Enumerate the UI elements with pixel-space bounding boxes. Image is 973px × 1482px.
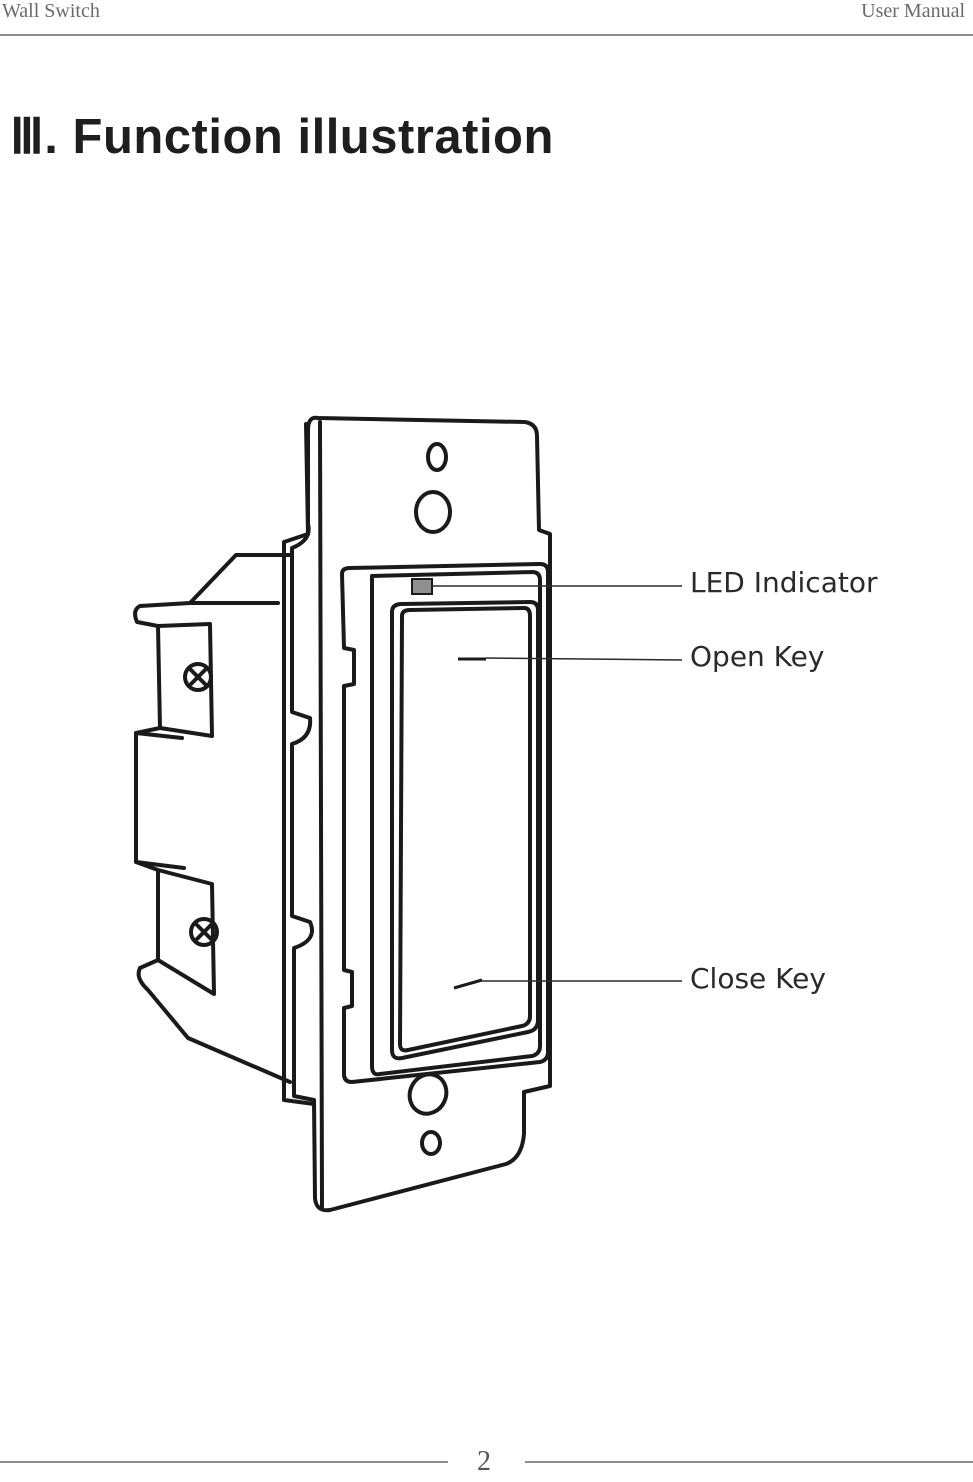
header-document-title: Wall Switch xyxy=(2,0,100,22)
terminal-housing xyxy=(133,553,292,1084)
strap-screw-hole-upper xyxy=(414,490,452,534)
led-indicator xyxy=(411,578,433,595)
led-indicator-label: LED Indicator xyxy=(690,566,878,599)
terminal-screw-lower xyxy=(189,917,219,947)
footer-divider-left xyxy=(0,1461,448,1463)
footer-divider-right xyxy=(525,1461,973,1463)
open-key-label: Open Key xyxy=(690,640,825,673)
strap-screw-hole-lower xyxy=(407,1072,449,1116)
switch-frame xyxy=(340,562,550,1084)
mounting-strap xyxy=(282,415,552,1213)
terminal-screw-upper xyxy=(183,662,213,692)
header-manual-label: User Manual xyxy=(861,0,965,22)
section-title: Ⅲ. Function illustration xyxy=(10,110,554,164)
header-divider xyxy=(0,34,973,36)
strap-slot-lower xyxy=(420,1130,442,1156)
rocker-paddle xyxy=(390,600,540,1061)
close-key-label: Close Key xyxy=(690,962,826,995)
close-key-mark xyxy=(453,978,483,990)
strap-slot-upper xyxy=(426,442,448,472)
open-key-leader-line xyxy=(485,657,683,661)
page-number: 2 xyxy=(477,1446,491,1477)
